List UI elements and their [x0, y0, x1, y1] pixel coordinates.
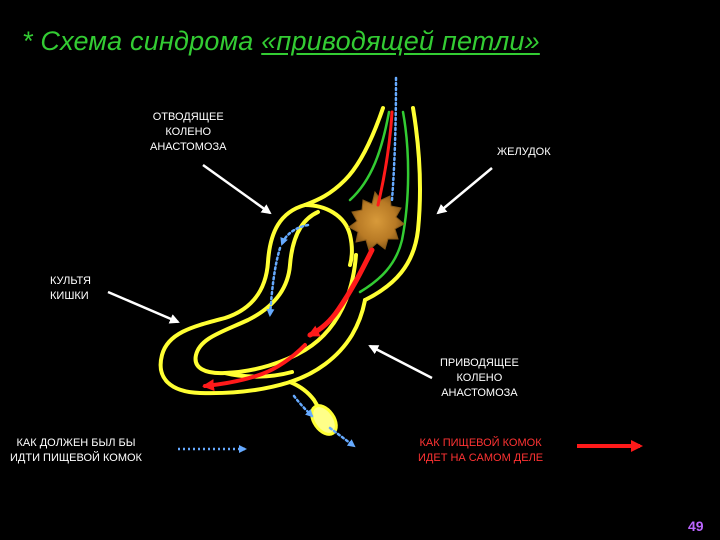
label-afferent-limb: ПРИВОДЯЩЕЕ КОЛЕНО АНАСТОМОЗА: [440, 357, 519, 399]
legend-actual: КАК ПИЩЕВОЙ КОМОК ИДЕТ НА САМОМ ДЕЛЕ: [418, 437, 544, 464]
stomach-outline: [303, 106, 423, 302]
stomach-lining: [348, 110, 410, 294]
slide-title: * Схема синдрома «приводящей петли»: [22, 26, 712, 57]
legend-expected: КАК ДОЛЖЕН БЫЛ БЫ ИДТИ ПИЩЕВОЙ КОМОК: [10, 437, 142, 464]
actual-food-path: [202, 110, 394, 392]
title-prefix: *: [22, 26, 41, 56]
title-main: Схема синдрома: [40, 26, 262, 56]
label-stomach: ЖЕЛУДОК: [497, 146, 551, 158]
pointer-arrows: [107, 163, 493, 380]
page-number: 49: [688, 518, 704, 534]
pointer-stump: [107, 290, 180, 324]
label-stump: КУЛЬТЯ КИШКИ: [50, 275, 91, 302]
intestine-outline: [158, 203, 367, 427]
title-underlined: «приводящей петли»: [261, 26, 540, 56]
label-efferent-limb: ОТВОДЯЩЕЕ КОЛЕНО АНАСТОМОЗА: [150, 111, 227, 153]
expected-food-path: [266, 76, 398, 448]
tumor: [348, 190, 405, 251]
pointer-stomach: [436, 167, 493, 215]
pointer-afferent: [368, 344, 433, 380]
pointer-efferent: [202, 163, 272, 215]
